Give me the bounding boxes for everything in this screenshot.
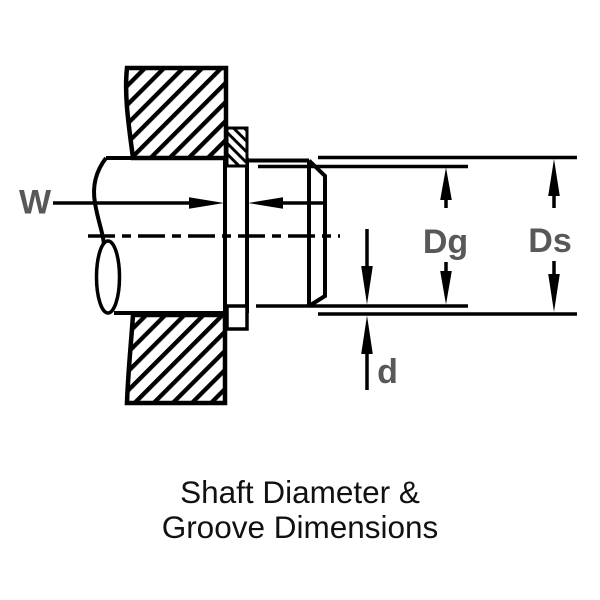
label-groove-depth: d <box>377 353 398 391</box>
dg-arrow-down-icon <box>440 271 452 305</box>
w-arrow-right-icon <box>189 197 224 209</box>
retaining-ring-section-bottom <box>225 304 249 331</box>
label-groove-width: W <box>19 184 52 222</box>
housing-section-top <box>123 65 229 161</box>
label-shaft-diameter: Ds <box>528 222 571 260</box>
dim-groove-diameter: Dg <box>423 167 468 305</box>
w-arrow-left-icon <box>248 197 283 209</box>
dim-shaft-diameter: Ds <box>528 159 572 312</box>
diagram-caption: Shaft Diameter & Groove Dimensions <box>162 474 439 545</box>
d-arrow-down-icon <box>361 266 373 305</box>
ds-arrow-down-icon <box>548 274 560 312</box>
dim-groove-width: W <box>19 184 327 222</box>
label-groove-diameter: Dg <box>423 223 468 261</box>
housing-section-bottom <box>124 312 228 406</box>
dg-extension-lines <box>256 164 468 308</box>
dim-groove-depth: d <box>361 229 398 391</box>
dg-arrow-up-icon <box>440 167 452 200</box>
ds-arrow-up-icon <box>548 159 560 196</box>
caption-line-2: Groove Dimensions <box>162 509 439 545</box>
shaft-break-ellipse <box>94 239 122 315</box>
d-arrow-up-icon <box>361 315 373 354</box>
retaining-ring-section-top <box>225 126 249 168</box>
ds-extension-lines <box>318 155 577 316</box>
caption-line-1: Shaft Diameter & <box>180 474 420 510</box>
